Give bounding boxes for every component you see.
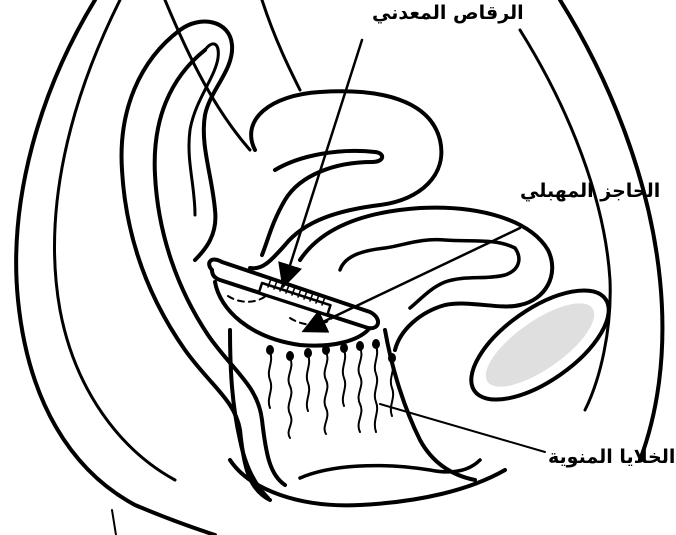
sperm-cell [325,352,328,434]
sperm-head [373,340,379,348]
inner-back-contour [55,0,175,480]
vaginal-wall-right [385,330,475,480]
sperm-cell [289,358,292,438]
outer-body-contour [16,0,215,535]
sperm-cell [359,348,362,432]
coil-label: الرقاص المعدني [372,4,524,23]
sperm-head [389,354,395,362]
bladder-inner-wavy [340,240,519,308]
lower-edge-mark [112,510,116,535]
vaginal-barrier-label: الحاجز المهبلي [520,182,660,201]
sperm-head [323,346,329,354]
sperm-cell [375,346,377,432]
sperm-cells-group [267,340,395,438]
sperm-cell [343,350,345,406]
sperm-cells-label: الخلايا المنوية [548,448,675,467]
sperm-head [287,352,293,360]
peritoneum-right-arc [262,0,300,90]
sperm-head [305,349,311,357]
sperm-cell [307,355,309,411]
abdominal-wall-curve [560,0,662,460]
sperm-head [267,346,273,354]
rectum-tube [122,30,270,500]
sperm-head [341,344,347,352]
sperm-cell [269,352,271,408]
sperm-head [357,342,363,350]
labia-curve [300,460,480,478]
sperm-leader-line [380,404,545,452]
